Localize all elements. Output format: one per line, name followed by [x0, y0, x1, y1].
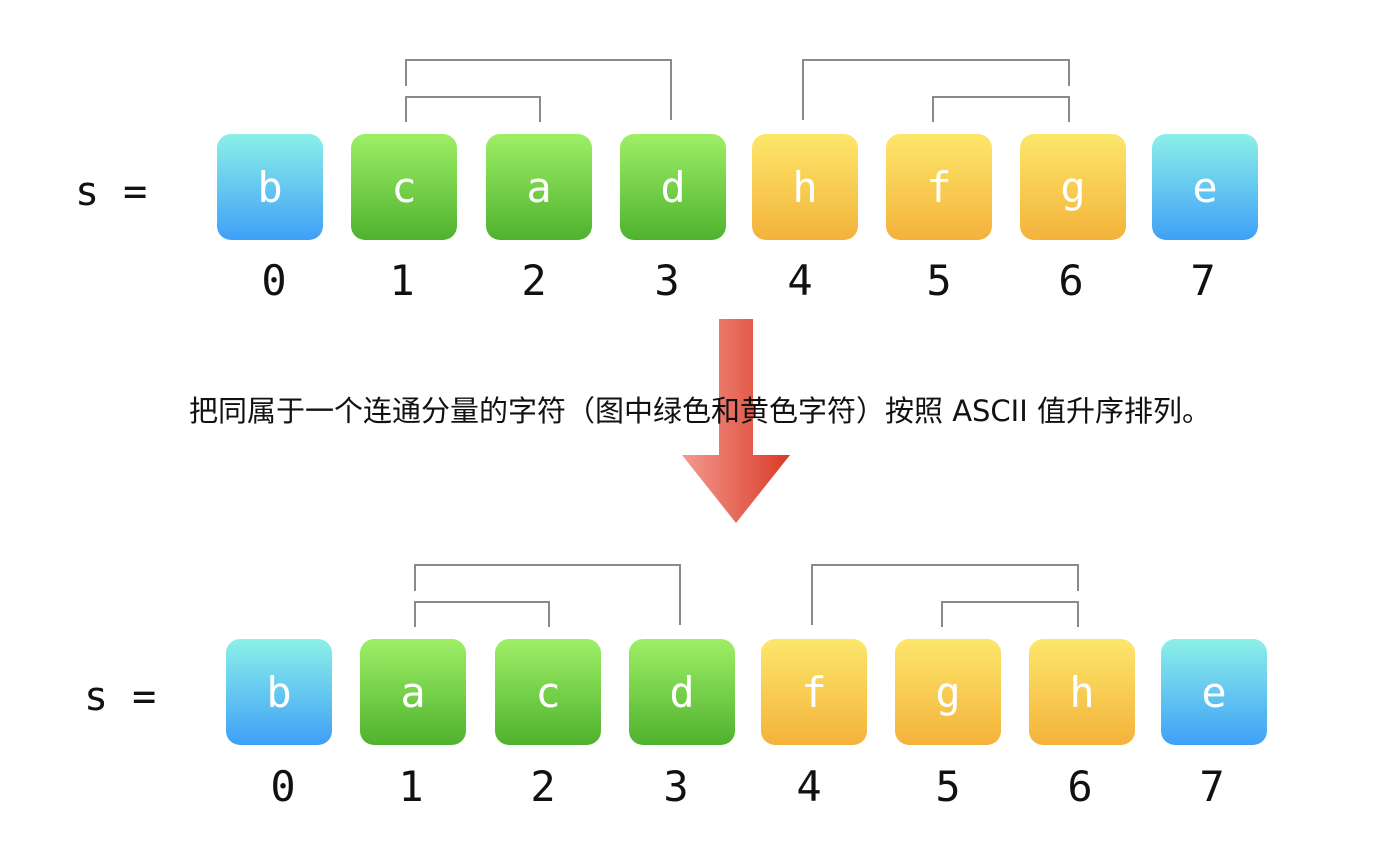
caption-text: 把同属于一个连通分量的字符（图中绿色和黄色字符）按照 ASCII 值升序排列。	[188, 394, 1212, 428]
top-index-6: 6	[1058, 256, 1084, 305]
top-cell-3: d	[620, 134, 726, 240]
bottom-cell-1: a	[360, 639, 466, 745]
bottom-index-5: 5	[935, 762, 961, 811]
bottom-index-0: 0	[270, 762, 296, 811]
top-index-7: 7	[1190, 256, 1216, 305]
bottom-index-6: 6	[1067, 762, 1093, 811]
top-s-label: s =	[75, 169, 148, 215]
bottom-cell-4: f	[761, 639, 867, 745]
bottom-index-4: 4	[796, 762, 822, 811]
top-cell-7: e	[1152, 134, 1258, 240]
bottom-s-label: s =	[84, 674, 157, 720]
bottom-bracket-f-h	[811, 564, 1079, 625]
bottom-index-1: 1	[398, 762, 424, 811]
top-bracket-c-d	[405, 59, 672, 120]
top-index-3: 3	[654, 256, 680, 305]
bottom-cell-6: h	[1029, 639, 1135, 745]
top-index-1: 1	[389, 256, 415, 305]
down-arrow-icon	[682, 319, 790, 523]
bottom-cell-7: e	[1161, 639, 1267, 745]
top-cell-1: c	[351, 134, 457, 240]
top-bracket-c-a	[405, 96, 541, 122]
bottom-index-3: 3	[663, 762, 689, 811]
bottom-cell-3: d	[629, 639, 735, 745]
top-cell-5: f	[886, 134, 992, 240]
top-index-5: 5	[926, 256, 952, 305]
bottom-cell-0: b	[226, 639, 332, 745]
top-bracket-h-g	[802, 59, 1070, 120]
top-cell-4: h	[752, 134, 858, 240]
top-cell-6: g	[1020, 134, 1126, 240]
top-cell-0: b	[217, 134, 323, 240]
top-cell-2: a	[486, 134, 592, 240]
top-index-2: 2	[521, 256, 547, 305]
bottom-bracket-a-d	[414, 564, 681, 625]
bottom-bracket-g-h	[941, 601, 1079, 627]
top-bracket-f-g	[932, 96, 1070, 122]
bottom-index-2: 2	[530, 762, 556, 811]
top-index-0: 0	[261, 256, 287, 305]
bottom-cell-2: c	[495, 639, 601, 745]
bottom-index-7: 7	[1199, 762, 1225, 811]
top-index-4: 4	[787, 256, 813, 305]
bottom-bracket-a-c	[414, 601, 550, 627]
bottom-cell-5: g	[895, 639, 1001, 745]
